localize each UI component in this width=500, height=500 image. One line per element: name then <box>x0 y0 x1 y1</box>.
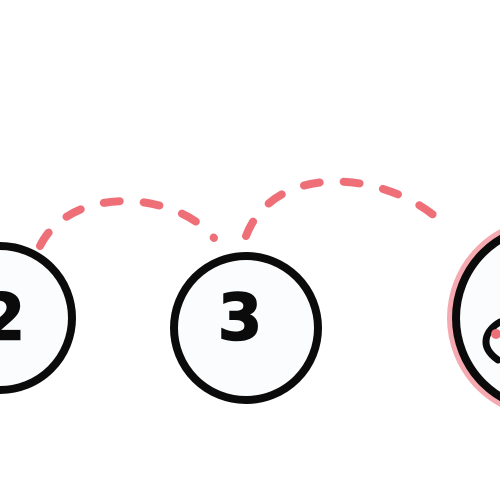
step-node-3-circle <box>170 252 322 404</box>
step-node-2-label: 2 <box>0 282 25 356</box>
step-node-current <box>447 229 500 407</box>
step-node-3: 3 <box>170 252 322 404</box>
hop-arc-2-to-3 <box>36 197 218 250</box>
step-node-current-circle <box>452 234 500 402</box>
step-node-2: 2 <box>0 242 76 394</box>
step-node-3-label: 3 <box>218 282 263 356</box>
hop-arc-3-to-next <box>242 177 450 240</box>
step-node-current-mark <box>482 318 500 364</box>
step-node-current-dot <box>491 329 500 339</box>
step-node-2-circle <box>0 242 76 394</box>
